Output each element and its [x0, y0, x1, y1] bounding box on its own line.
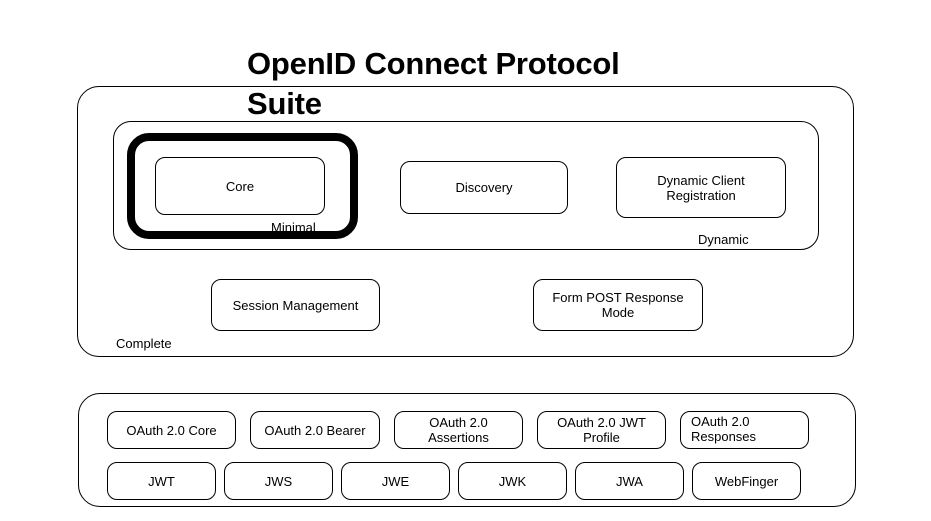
box-oauth-2-0-jwt-profile-label-line2: Profile [583, 430, 620, 445]
box-jwk[interactable]: JWK [458, 462, 567, 500]
box-dynamic-client-registration[interactable]: Dynamic Client Registration [616, 157, 786, 218]
box-form-post-response-mode-label-line2: Mode [601, 305, 635, 320]
box-session-management[interactable]: Session Management [211, 279, 380, 331]
box-jwe[interactable]: JWE [341, 462, 450, 500]
box-oauth-2-0-jwt-profile[interactable]: OAuth 2.0 JWT Profile [537, 411, 666, 449]
box-jwa-label: JWA [616, 473, 643, 489]
box-dynamic-client-registration-label-line1: Dynamic Client [657, 172, 745, 188]
box-jwt[interactable]: JWT [107, 462, 216, 500]
box-discovery[interactable]: Discovery [400, 161, 568, 214]
box-oauth-2-0-assertions-label-line1: OAuth 2.0 [429, 415, 488, 430]
box-oauth-2-0-assertions-label-line2: Assertions [428, 430, 489, 445]
group-dynamic-label: Dynamic [698, 232, 749, 247]
box-jwe-label: JWE [381, 473, 410, 489]
box-jwt-label: JWT [148, 473, 175, 489]
box-oauth-2-0-bearer-label: OAuth 2.0 Bearer [264, 422, 366, 438]
box-jwa[interactable]: JWA [575, 462, 684, 500]
box-jws-label: JWS [264, 473, 293, 489]
box-core[interactable]: Core [155, 157, 325, 215]
box-webfinger-label: WebFinger [714, 473, 779, 489]
box-form-post-response-mode-label-line1: Form POST Response [552, 290, 684, 305]
box-oauth-2-0-core-label: OAuth 2.0 Core [126, 422, 217, 438]
box-oauth-2-0-responses-label-line2: Responses [691, 429, 757, 444]
box-oauth-2-0-core[interactable]: OAuth 2.0 Core [107, 411, 236, 449]
box-oauth-2-0-responses-label-line1: OAuth 2.0 [691, 414, 750, 429]
box-oauth-2-0-jwt-profile-label-line1: OAuth 2.0 JWT [557, 415, 646, 430]
box-oauth-2-0-responses[interactable]: OAuth 2.0 Responses [680, 411, 809, 449]
box-dynamic-client-registration-label-line2: Registration [666, 187, 736, 203]
box-session-management-label: Session Management [232, 297, 359, 313]
box-form-post-response-mode[interactable]: Form POST Response Mode [533, 279, 703, 331]
box-oauth-2-0-assertions[interactable]: OAuth 2.0 Assertions [394, 411, 523, 449]
box-jws[interactable]: JWS [224, 462, 333, 500]
group-minimal-label: Minimal [271, 220, 316, 235]
page-title: OpenID Connect Protocol Suite [247, 46, 620, 121]
box-discovery-label: Discovery [455, 180, 513, 195]
box-jwk-label: JWK [498, 473, 527, 489]
group-complete-label: Complete [116, 336, 172, 351]
box-oauth-2-0-bearer[interactable]: OAuth 2.0 Bearer [250, 411, 380, 449]
box-core-label: Core [225, 178, 255, 194]
box-webfinger[interactable]: WebFinger [692, 462, 801, 500]
